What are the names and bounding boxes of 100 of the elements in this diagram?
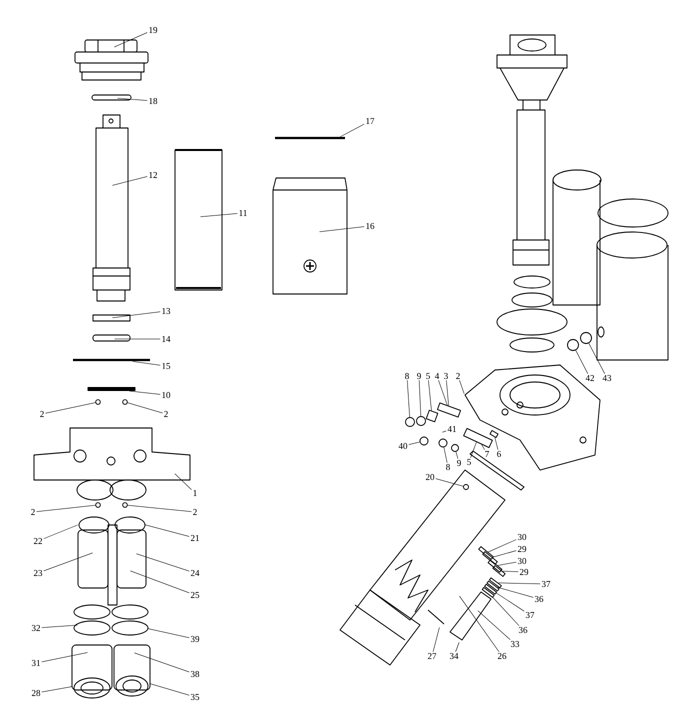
leader-line — [588, 343, 606, 374]
callout-number: 4 — [434, 373, 440, 379]
part-drawing — [490, 430, 498, 438]
callout-number: 33 — [510, 640, 520, 648]
callout-number: 32 — [32, 624, 40, 632]
part-drawing — [95, 502, 101, 508]
part-drawing — [451, 444, 459, 452]
part-drawing — [405, 417, 415, 427]
part-drawing — [463, 484, 469, 490]
leader-line — [200, 213, 238, 218]
leader-line — [340, 124, 364, 138]
leader-line — [150, 683, 190, 696]
leader-line — [112, 311, 160, 318]
leader-line — [130, 570, 190, 594]
callout-number: 22 — [34, 538, 42, 544]
callout-number: 14 — [162, 336, 170, 342]
callout-number: 12 — [149, 172, 157, 178]
leader-line — [44, 524, 78, 539]
part-drawing — [88, 387, 136, 391]
callout-number: 36 — [534, 596, 544, 602]
leader-line — [482, 444, 485, 450]
callout-number: 21 — [190, 535, 199, 541]
callout-number: 9 — [457, 460, 461, 466]
part-drawing — [416, 416, 426, 426]
callout-number: 15 — [162, 363, 170, 370]
leader-line — [432, 627, 440, 652]
leader-line — [45, 402, 96, 414]
leader-line — [456, 452, 458, 459]
leader-line — [147, 628, 190, 638]
leader-line — [488, 539, 516, 552]
callout-number: 34 — [450, 652, 458, 660]
leader-line — [117, 98, 148, 101]
leader-line — [478, 610, 510, 640]
part-drawing — [95, 399, 101, 405]
part-drawing — [482, 587, 495, 598]
part-drawing — [492, 565, 506, 577]
callout-number: 8 — [405, 372, 409, 380]
callout-number: 6 — [497, 450, 501, 458]
leader-line — [407, 380, 410, 418]
callout-number: 2 — [456, 373, 460, 379]
callout-number: 24 — [190, 570, 200, 576]
callout-number: 27 — [428, 653, 436, 659]
callout-number: 35 — [190, 694, 200, 700]
callout-number: 18 — [149, 98, 158, 104]
part-drawing — [567, 339, 579, 351]
callout-number: 19 — [149, 26, 158, 34]
callout-number: 26 — [498, 652, 506, 660]
callout-number: 3 — [444, 372, 448, 380]
leader-line — [575, 350, 588, 374]
leader-line — [459, 380, 464, 394]
leader-line — [498, 562, 516, 566]
leader-line — [438, 380, 448, 406]
callout-number: 11 — [239, 210, 247, 216]
leader-line — [446, 380, 449, 406]
leader-line — [42, 624, 78, 628]
callout-number: 29 — [520, 568, 528, 576]
part-drawing — [580, 332, 592, 344]
callout-number: 25 — [190, 592, 200, 598]
callout-number: 30 — [518, 534, 526, 540]
part-drawing — [484, 584, 498, 595]
part-drawing — [478, 546, 494, 560]
leader-line — [174, 473, 192, 490]
part-drawing — [122, 399, 128, 405]
callout-number: 29 — [518, 546, 526, 552]
leader-line — [436, 478, 464, 486]
leader-line — [498, 582, 540, 584]
leader-line — [132, 361, 160, 366]
leader-line — [319, 226, 364, 232]
leader-line — [442, 430, 446, 432]
callout-number: 39 — [190, 636, 200, 642]
part-drawing — [488, 577, 502, 588]
leader-line — [492, 550, 516, 558]
leader-line — [492, 597, 520, 626]
leader-line — [128, 505, 192, 512]
callout-number: 31 — [32, 660, 40, 666]
leader-line — [42, 686, 73, 692]
leader-line — [418, 380, 422, 416]
leader-line — [144, 524, 190, 537]
part-drawing — [426, 410, 438, 422]
callout-number: 37 — [526, 612, 534, 618]
callout-number: 23 — [34, 570, 42, 576]
part-drawing — [420, 436, 428, 446]
callout-number: 17 — [366, 118, 374, 124]
leader-line — [114, 338, 160, 340]
leader-line — [44, 552, 93, 572]
callout-number: 9 — [417, 372, 421, 380]
leader-line — [127, 402, 163, 414]
callout-number: 2 — [31, 509, 35, 515]
leader-line — [408, 442, 420, 445]
callout-number: 42 — [586, 375, 594, 381]
callout-number: 2 — [193, 509, 197, 515]
callout-number: 36 — [518, 626, 528, 634]
callout-number: 38 — [190, 670, 200, 678]
callout-number: 13 — [162, 308, 170, 314]
part-drawing — [486, 580, 500, 592]
callout-number: 5 — [467, 459, 471, 465]
callout-number: 40 — [398, 442, 408, 450]
part-drawing — [122, 502, 128, 508]
leader-line — [470, 442, 477, 458]
leader-line — [502, 570, 518, 572]
